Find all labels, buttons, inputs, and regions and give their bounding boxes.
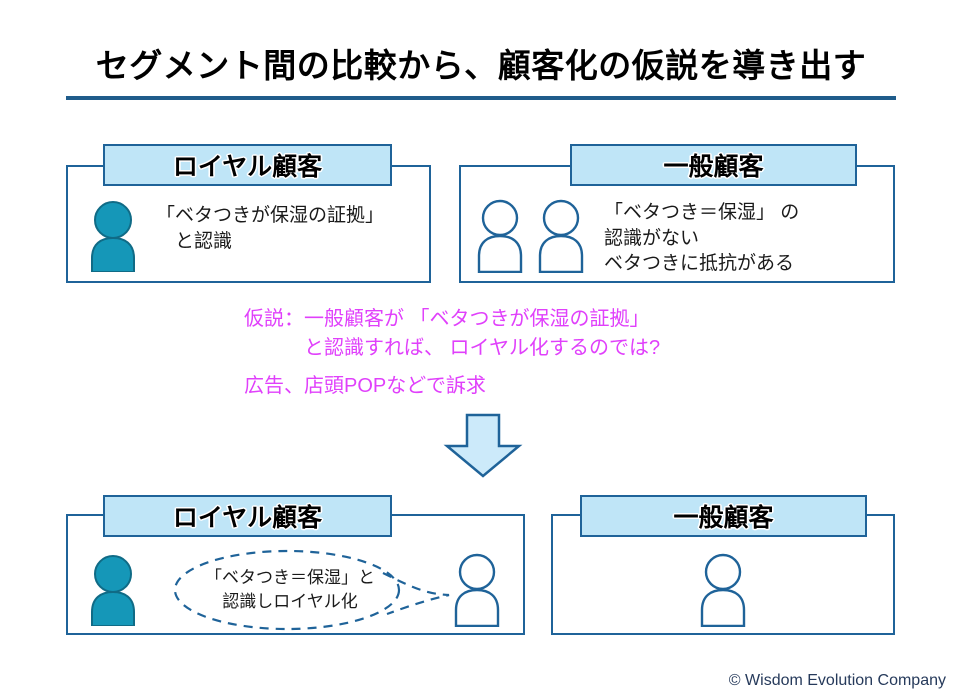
title-underline-rule (66, 96, 896, 100)
person-outline-icon (535, 199, 587, 274)
after-general-tab-label: 一般顧客 (673, 504, 774, 532)
person-outline-icon (474, 199, 526, 274)
before-loyal-tab: ロイヤル顧客 (103, 144, 392, 186)
hypothesis-action: 広告、店頭POPなどで訴求 (244, 375, 486, 397)
person-filled-icon (85, 200, 141, 273)
person-outline-icon (451, 553, 503, 628)
before-loyal-tab-label: ロイヤル顧客 (172, 153, 323, 181)
page-title: セグメント間の比較から、顧客化の仮説を導き出す (95, 47, 867, 84)
after-general-tab: 一般顧客 (580, 495, 867, 537)
before-general-tab-label: 一般顧客 (663, 153, 764, 181)
down-arrow-icon (443, 413, 523, 478)
before-general-tab: 一般顧客 (570, 144, 857, 186)
before-loyal-body-text: 「ベタつきが保湿の証拠」 と認識 (156, 205, 385, 252)
after-loyal-tab-label: ロイヤル顧客 (172, 504, 323, 532)
dashed-speech-bubble-icon: 「ベタつき＝保湿」と 認識しロイヤル化 (165, 548, 455, 632)
after-loyal-bubble-text: 「ベタつき＝保湿」と 認識しロイヤル化 (205, 568, 375, 611)
before-general-body-text: 「ベタつき＝保湿」 の 認識がない ベタつきに抵抗がある (604, 202, 800, 275)
copyright-footer: © Wisdom Evolution Company (728, 672, 946, 689)
after-loyal-tab: ロイヤル顧客 (103, 495, 392, 537)
person-outline-icon (697, 553, 749, 628)
person-filled-icon (85, 554, 141, 627)
hypothesis-statement: 仮説：一般顧客が 「ベタつきが保湿の証拠」 と認識すれば、 ロイヤル化するのでは… (244, 308, 661, 359)
